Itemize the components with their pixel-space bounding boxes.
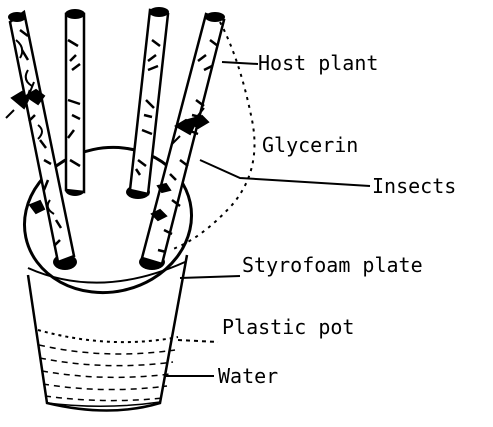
styrofoam-leader <box>180 276 240 278</box>
label-host-plant: Host plant <box>258 51 378 75</box>
insects-leader <box>200 160 370 186</box>
label-insects: Insects <box>372 174 456 198</box>
label-glycerin: Glycerin <box>262 133 358 157</box>
label-plastic-pot: Plastic pot <box>222 315 354 339</box>
water <box>38 330 178 401</box>
plastic-pot-leader <box>178 340 218 342</box>
label-water: Water <box>218 364 278 388</box>
stem <box>65 9 85 192</box>
label-styrofoam-plate: Styrofoam plate <box>242 253 423 277</box>
host-plant-leader <box>222 62 258 64</box>
